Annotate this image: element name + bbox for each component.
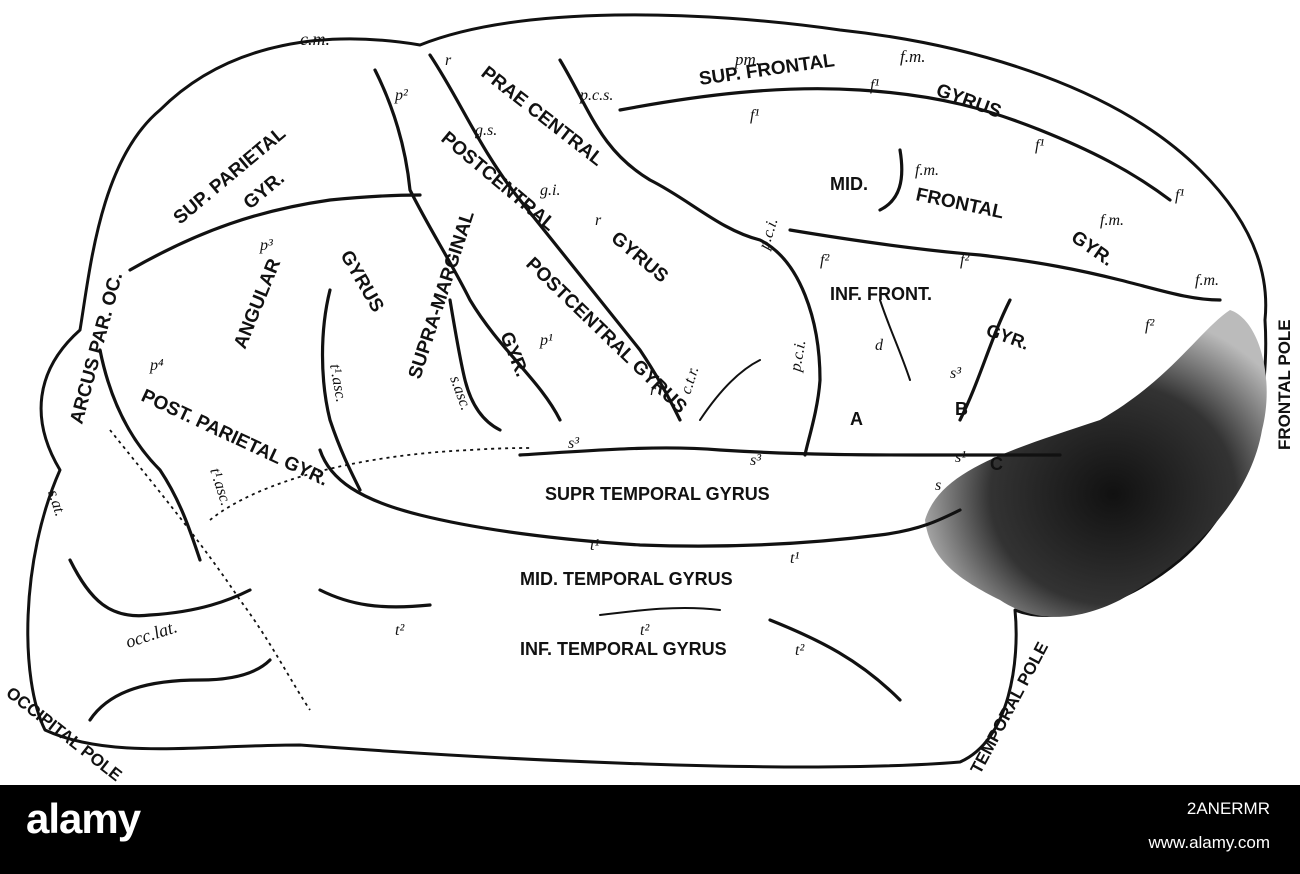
label-r1: r: [445, 52, 452, 69]
label-f2a: f²: [820, 252, 830, 269]
label-t2c: t²: [795, 642, 805, 659]
label-fm3: f.m.: [1195, 272, 1219, 289]
label-inf-front: INF. FRONT.: [830, 284, 932, 304]
label-t2a: t²: [395, 622, 405, 639]
label-B: B: [955, 399, 968, 419]
image-id: 2ANERMR: [1187, 799, 1270, 819]
label-s3b: s³: [568, 435, 579, 452]
label-sup-temporal: SUPR TEMPORAL GYRUS: [545, 484, 770, 504]
label-gs: g.s.: [475, 122, 497, 139]
label-t1b: t¹: [790, 550, 799, 567]
label-fm-top: f.m.: [900, 47, 926, 66]
label-pcs: p.c.s.: [579, 87, 613, 104]
label-f1b: f¹: [870, 77, 879, 94]
label-p3: p³: [259, 237, 273, 254]
label-s1: s¹: [955, 449, 966, 466]
label-cm: c.m.: [300, 29, 330, 49]
label-gi: g.i.: [540, 182, 560, 199]
label-r3: r: [650, 382, 657, 399]
watermark-footer: alamy 2ANERMR www.alamy.com: [0, 785, 1300, 874]
label-p4: p⁴: [149, 357, 164, 374]
label-mid-temporal: MID. TEMPORAL GYRUS: [520, 569, 733, 589]
label-r2: r: [595, 212, 602, 229]
label-p2: p²: [394, 87, 409, 104]
label-inf-temporal: INF. TEMPORAL GYRUS: [520, 639, 727, 659]
brain-lateral-diagram: SUP. PARIETAL GYR. PRAE CENTRAL POSTCENT…: [0, 0, 1300, 785]
label-s: s: [935, 477, 941, 494]
site-url: www.alamy.com: [1148, 833, 1270, 853]
label-fm1: f.m.: [915, 162, 939, 179]
label-C: C: [990, 454, 1003, 474]
label-pm: pm.: [734, 50, 760, 69]
label-t1a: t¹: [590, 537, 599, 554]
label-t2b: t²: [640, 622, 650, 639]
label-f2c: f²: [1145, 317, 1155, 334]
label-p1: p¹: [539, 332, 553, 349]
label-s3a: s³: [950, 365, 961, 382]
alamy-logo: alamy: [26, 795, 140, 843]
label-frontal-pole: FRONTAL POLE: [1275, 319, 1294, 450]
label-A: A: [850, 409, 863, 429]
label-fm2: f.m.: [1100, 212, 1124, 229]
label-d: d: [875, 337, 884, 354]
label-mid: MID.: [830, 174, 868, 194]
label-f1d: f¹: [1175, 187, 1184, 204]
label-f1a: f¹: [750, 107, 759, 124]
label-f1c: f¹: [1035, 137, 1044, 154]
label-f2b: f²: [960, 252, 970, 269]
label-s3c: s³: [750, 452, 761, 469]
